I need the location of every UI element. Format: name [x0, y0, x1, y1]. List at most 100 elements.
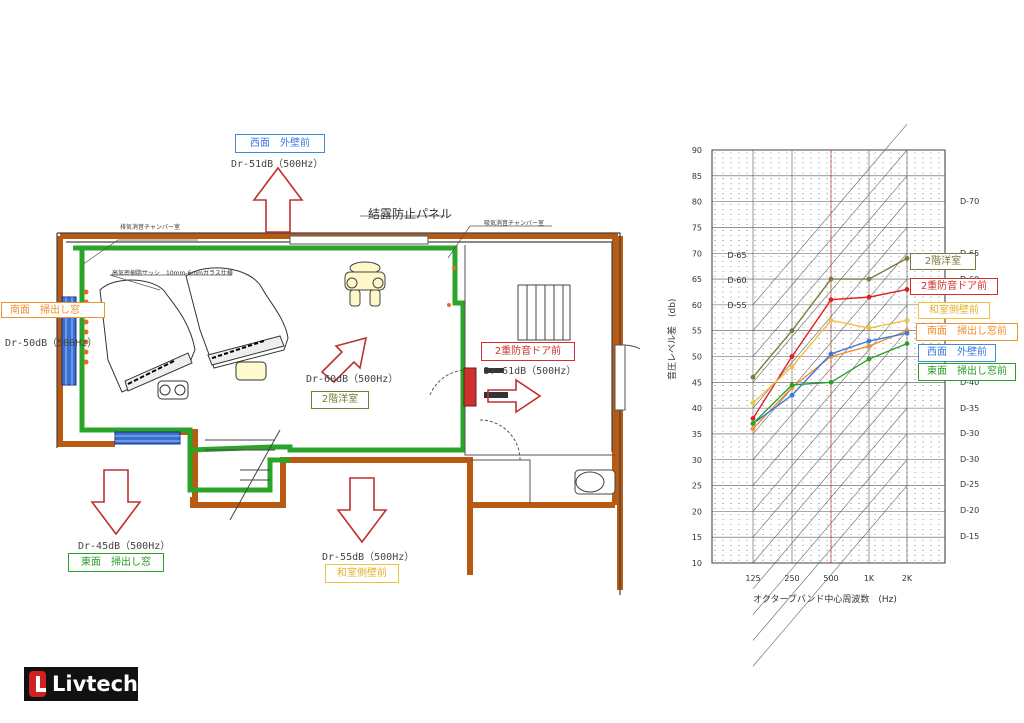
series-point: [750, 374, 756, 380]
d-curve-line: [752, 253, 908, 435]
supply-chamber-label: 吸気消音チャンバー室: [484, 220, 544, 227]
d-curve-label: D-30: [960, 455, 979, 464]
d-curve-line: [752, 201, 908, 383]
panel-label: 結露防止パネル: [368, 207, 453, 221]
d-curve-line: [752, 123, 908, 306]
x-tick-label: 250: [784, 574, 799, 583]
legend-south: 南面 掃出し窓前: [916, 323, 1018, 341]
exhaust-chamber-label: 排気消音チャンバー室: [120, 224, 180, 231]
series-point: [828, 379, 834, 385]
grand-piano-right: [185, 267, 289, 381]
series-point: [904, 341, 910, 346]
door-label: 2重防音ドア前: [481, 342, 575, 361]
d-curve-line: [752, 485, 908, 667]
series-point: [866, 276, 872, 282]
d-curve-line: [752, 304, 908, 486]
series-point: [904, 256, 910, 261]
series-point: [789, 328, 795, 334]
d-curve-inner-label: D-60: [727, 276, 746, 285]
d-curve-line: [752, 407, 908, 590]
drum-set-icon: [344, 261, 386, 307]
series-point: [789, 364, 795, 370]
window-east: [114, 431, 181, 445]
y-tick-label: 15: [692, 533, 702, 542]
d-curve-label: D-30: [960, 429, 979, 438]
y-tick-label: 75: [692, 223, 702, 232]
d-curve-inner-label: D-55: [727, 301, 746, 310]
x-tick-label: 2K: [902, 574, 913, 583]
y-tick-label: 45: [692, 378, 702, 387]
series-point: [750, 400, 756, 406]
d-curve-line: [752, 278, 908, 460]
arrow-south-wasitsu: [336, 477, 388, 544]
condensation-panel: [289, 235, 429, 245]
soundproof-door: [463, 367, 508, 407]
series-point: [789, 392, 795, 398]
y-tick-label: 20: [692, 507, 702, 516]
series-point: [828, 297, 834, 303]
x-tick-label: 1K: [864, 574, 875, 583]
y-tick-label: 90: [692, 146, 702, 155]
room-outline: [73, 245, 466, 493]
d-curve-line: [752, 382, 908, 564]
chart-series: [750, 256, 910, 432]
west-label: 西面 外壁前: [235, 134, 325, 153]
series-point: [828, 276, 834, 282]
series-point: [828, 317, 834, 323]
south-value: Dr-50dB（500Hz）: [5, 338, 98, 349]
floor-plan: [56, 166, 640, 595]
door-value: Dr-61dB（500Hz）: [484, 366, 577, 377]
livtech-logo: Livtech: [24, 667, 138, 701]
series-point: [904, 330, 910, 336]
d-curve-label: D-25: [960, 480, 979, 489]
series-point: [904, 317, 910, 323]
d-curve-label: D-35: [960, 404, 979, 413]
y-tick-label: 60: [692, 301, 702, 310]
series-point: [750, 421, 756, 427]
east-label: 東面 掃出し窓: [68, 553, 164, 572]
room-label: 2階洋室: [311, 391, 369, 409]
legend-wasitsu: 和室側壁前: [918, 302, 990, 319]
d-curve-line: [752, 433, 908, 615]
x-tick-label: 125: [745, 574, 760, 583]
y-tick-label: 85: [692, 172, 702, 181]
y-tick-label: 10: [692, 559, 702, 568]
y-tick-label: 70: [692, 249, 702, 258]
series-point: [904, 286, 910, 292]
x-tick-label: 500: [823, 574, 838, 583]
arrow-south-east: [90, 469, 142, 536]
y-tick-label: 25: [692, 482, 702, 491]
staircase: [205, 284, 571, 521]
series-point: [789, 382, 795, 388]
legend-door: 2重防音ドア前: [910, 278, 998, 295]
west-value: Dr-51dB（500Hz）: [231, 159, 324, 170]
chart-xlabel: オクターブバンド中心周波数 (Hz): [753, 595, 897, 605]
chart-ylabel: 音圧レベル差 (db): [668, 298, 678, 380]
legend-room: 2階洋室: [910, 253, 976, 270]
series-point: [750, 426, 756, 432]
legend-west: 西面 外壁前: [918, 344, 996, 362]
legend-east: 東面 掃出し窓前: [918, 363, 1016, 381]
series-point: [866, 294, 872, 300]
d-curve-inner-label: D-65: [727, 251, 746, 260]
series-point: [866, 338, 872, 344]
sash-note: 高気密樹脂サッシ 10mm-6mmガラス仕様: [112, 270, 233, 277]
y-tick-label: 40: [692, 404, 702, 413]
d-curve-label: D-70: [960, 197, 979, 206]
y-tick-label: 35: [692, 430, 702, 439]
d-curve-label: D-20: [960, 506, 979, 515]
d-curve-line: [752, 330, 908, 512]
wasitsu-label: 和室側壁前: [325, 564, 399, 583]
series-point: [866, 343, 872, 349]
y-tick-label: 65: [692, 275, 702, 284]
south-label: 南面 掃出し窓: [1, 302, 105, 318]
arrows: [90, 166, 542, 544]
d-curve-line: [752, 175, 908, 357]
y-tick-label: 55: [692, 327, 702, 336]
room-value: Dr-60dB（500Hz）: [306, 374, 399, 385]
livtech-logo-icon: [29, 671, 47, 697]
d-curve-line: [752, 356, 908, 538]
series-point: [828, 351, 834, 357]
